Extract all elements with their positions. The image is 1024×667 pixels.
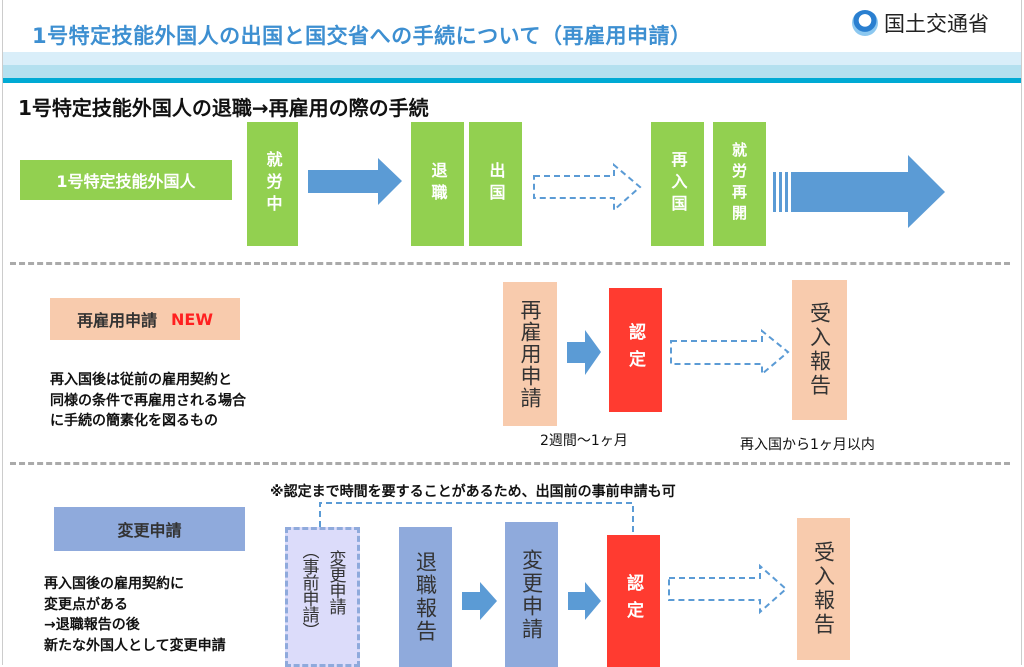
approve-box: 認定 <box>609 288 662 412</box>
logo-text: 国土交通省 <box>884 12 989 36</box>
dashed-arrow-icon <box>670 328 790 377</box>
pre-apply-sub: （事前申請） <box>298 542 319 638</box>
dashed-arrow-icon <box>668 563 788 615</box>
desc-line: 再入国後の雇用契約に <box>44 576 184 592</box>
rehire-apply-box: 再雇用申請 <box>503 282 557 426</box>
deadline-caption: 再入国から1ヶ月以内 <box>740 437 875 453</box>
divider <box>10 462 1010 465</box>
mlit-logo-icon <box>852 10 878 36</box>
report-box: 受入報告 <box>797 518 850 660</box>
resume-box: 就労再開 <box>713 122 766 246</box>
desc-line: →退職報告の後 <box>44 617 140 633</box>
arrow-icon <box>568 582 601 620</box>
arrow-icon <box>462 582 497 620</box>
desc-line: に手続の簡素化を図るもの <box>50 413 218 429</box>
report-box: 受入報告 <box>792 280 847 420</box>
worker-box: 1号特定技能外国人 <box>20 160 232 200</box>
header-band <box>3 65 1021 78</box>
desc-line: 変更点がある <box>44 596 128 613</box>
connector-line <box>319 502 634 546</box>
header-rule <box>3 78 1021 83</box>
rehire-description: 再入国後は従前の雇用契約と 同様の条件で再雇用される場合 に手続の簡素化を図るも… <box>50 370 246 432</box>
depart-box: 出国 <box>469 122 522 246</box>
arrow-icon <box>308 158 402 205</box>
desc-line: 新たな外国人として変更申請 <box>44 637 226 654</box>
desc-line: 再入国後は従前の雇用契約と <box>50 372 232 388</box>
arrow-stripe <box>785 172 788 212</box>
pre-apply-box: 変更申請 （事前申請） <box>285 527 360 667</box>
pre-apply-note: ※認定まで時間を要することがあるため、出国前の事前申請も可 <box>270 484 676 500</box>
section-heading: 1号特定技能外国人の退職→再雇用の際の手続 <box>18 96 429 120</box>
change-label-box: 変更申請 <box>54 507 245 551</box>
slide-title: 1号特定技能外国人の出国と国交省への手続について（再雇用申請） <box>32 24 692 48</box>
approve-box: 認定 <box>607 535 660 667</box>
dashed-arrow-icon <box>533 162 642 213</box>
pre-apply-main: 変更申請 <box>325 550 346 614</box>
desc-line: 同様の条件で再雇用される場合 <box>50 392 246 409</box>
rehire-label-box: 再雇用申請 NEW <box>50 298 240 340</box>
arrow-stripe <box>779 172 782 212</box>
change-apply-box: 変更申請 <box>505 522 558 667</box>
divider <box>10 262 1010 265</box>
resign-report-box: 退職報告 <box>399 527 452 667</box>
change-description: 再入国後の雇用契約に 変更点がある →退職報告の後 新たな外国人として変更申請 <box>44 574 226 656</box>
new-badge: NEW <box>171 309 213 329</box>
big-arrow-icon <box>791 155 945 228</box>
reenter-box: 再入国 <box>651 122 704 246</box>
logo: 国土交通省 <box>852 8 989 38</box>
header-band <box>3 52 1021 65</box>
resign-box: 退職 <box>411 122 464 246</box>
arrow-stripe <box>773 172 776 212</box>
working-box: 就労中 <box>247 122 298 246</box>
rehire-label: 再雇用申請 <box>77 311 158 330</box>
arrow-icon <box>567 330 601 375</box>
duration-caption: 2週間～1ヶ月 <box>540 433 628 449</box>
